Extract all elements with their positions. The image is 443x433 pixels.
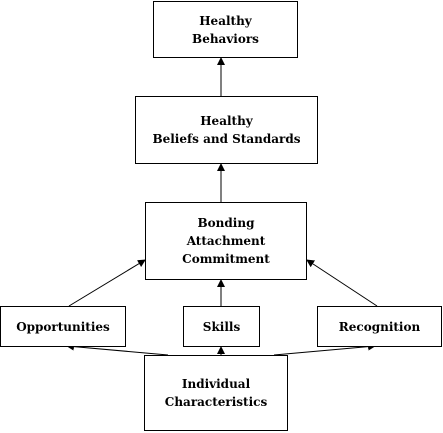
skills-box: Skills bbox=[183, 306, 260, 347]
bonding-box: Bonding Attachment Commitment bbox=[145, 202, 307, 280]
opportunities-label: Opportunities bbox=[16, 319, 110, 334]
bonding-line-1: Bonding bbox=[197, 216, 255, 230]
arrow-opportunities-to-bonding bbox=[68, 259, 146, 307]
arrow-individual-to-opportunities bbox=[66, 342, 169, 356]
recognition-box: Recognition bbox=[317, 306, 442, 347]
opportunities-box: Opportunities bbox=[0, 306, 126, 347]
arrow-individual-to-recognition bbox=[273, 342, 376, 356]
individual-characteristics-box: Individual Characteristics bbox=[144, 355, 288, 431]
healthy-behaviors-line-2: Behaviors bbox=[192, 31, 259, 46]
healthy-behaviors-line-1: Healthy bbox=[199, 13, 252, 28]
healthy-behaviors-box: Healthy Behaviors bbox=[153, 1, 298, 58]
skills-label: Skills bbox=[202, 319, 241, 334]
bonding-line-2: Attachment bbox=[186, 234, 266, 248]
healthy-beliefs-box: Healthy Beliefs and Standards bbox=[135, 96, 318, 164]
healthy-beliefs-line-1: Healthy bbox=[200, 114, 253, 128]
individual-line-2: Characteristics bbox=[164, 395, 268, 409]
arrow-recognition-to-bonding bbox=[306, 259, 378, 307]
individual-line-1: Individual bbox=[181, 377, 251, 391]
healthy-beliefs-line-2: Beliefs and Standards bbox=[152, 132, 301, 146]
bonding-line-3: Commitment bbox=[182, 252, 270, 266]
recognition-label: Recognition bbox=[338, 319, 421, 334]
